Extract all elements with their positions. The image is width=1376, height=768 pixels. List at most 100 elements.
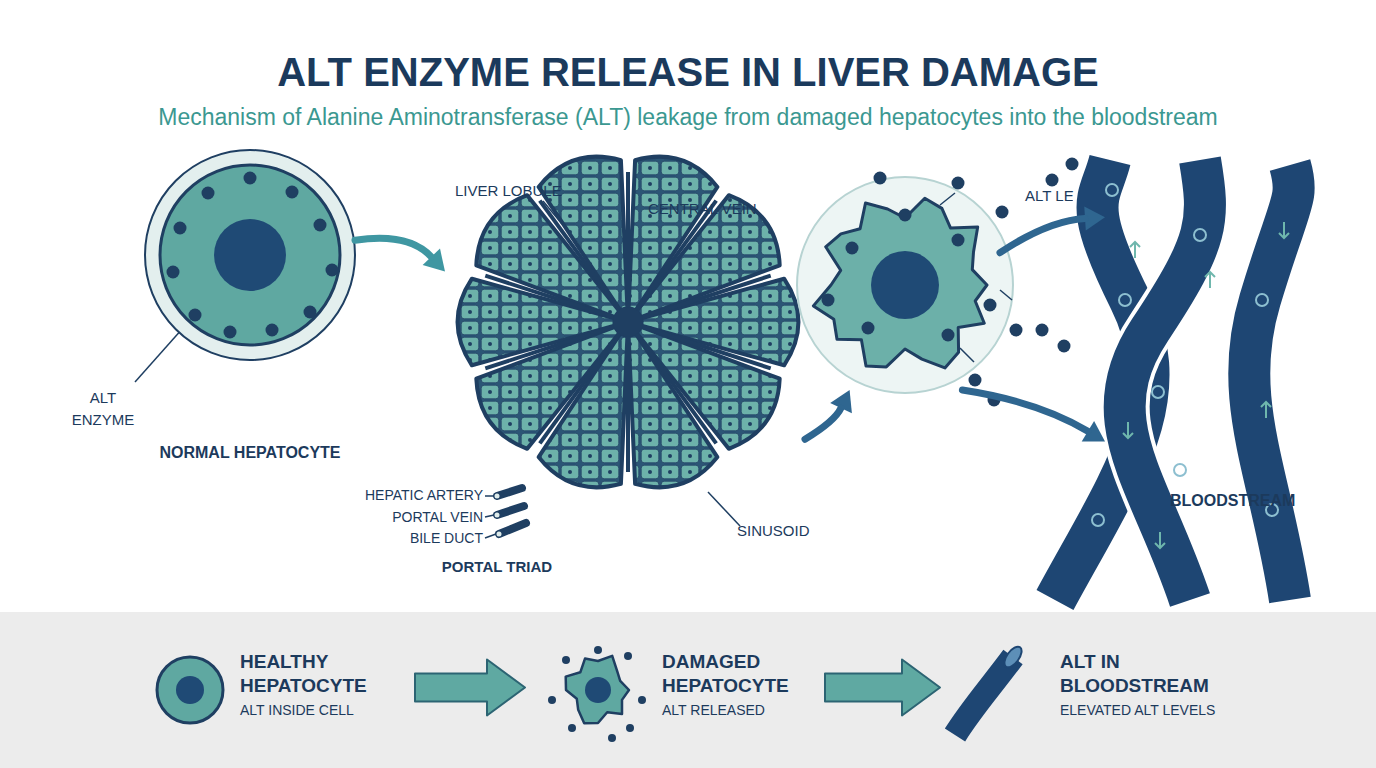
- damaged-hepatocyte: ALT LEAKING: [812, 185, 1000, 390]
- vessel-icon-opening: [1001, 644, 1025, 670]
- arrow-shaft: [805, 408, 841, 439]
- blood-vessel: [1125, 160, 1205, 600]
- node-art: [157, 657, 223, 723]
- sinusoid-line: [628, 201, 716, 322]
- leaking-alt-dot: [952, 177, 965, 190]
- vessel-opening: [495, 494, 500, 499]
- leaking-alt-dot: [969, 374, 982, 387]
- leader-line: [485, 495, 494, 497]
- flow-arrow: [1155, 532, 1165, 548]
- sinusoid-line: [626, 322, 630, 472]
- part-label: PORTAL TRIAD: [407, 557, 587, 576]
- alt-enzyme-dot: [224, 326, 237, 339]
- part-label: HEPATIC ARTERY: [313, 486, 483, 504]
- diagram-title: ALT ENZYME RELEASE IN LIVER DAMAGE: [0, 48, 1376, 96]
- part-label: BILE DUCT: [313, 529, 483, 547]
- flow-arrow: [1205, 272, 1215, 288]
- alt-in-blood: [1119, 294, 1131, 306]
- node-shape: [812, 185, 1000, 390]
- alt-in-blood: [1256, 294, 1268, 306]
- alt-in-blood: [1092, 514, 1104, 526]
- alt-enzyme-dot: [326, 264, 339, 277]
- arrow-shaft: [962, 390, 1088, 431]
- alt-enzyme-dot: [189, 309, 202, 322]
- sinusoid-line: [540, 322, 628, 443]
- vessel-outline: [1249, 165, 1294, 600]
- flow-arrow: [1279, 222, 1289, 238]
- sinusoid-line: [628, 276, 771, 322]
- node-shape: [1105, 160, 1300, 600]
- leaking-alt-dot: [952, 234, 965, 247]
- summary-step: DAMAGED HEPATOCYTE ALT RELEASED: [563, 650, 815, 725]
- node-art: [955, 644, 1025, 735]
- released-alt-dot: [594, 646, 602, 654]
- node-heading: LIVER LOBULE: [455, 181, 562, 200]
- leaking-alt-dot: [1036, 324, 1049, 337]
- arrow-head: [1082, 421, 1105, 442]
- block-arrow-shape: [415, 660, 525, 716]
- vessel-opening: [495, 513, 500, 518]
- node-art: [1055, 160, 1294, 600]
- portal-triad-vessel: [497, 506, 524, 515]
- leaking-alt-dot: [996, 206, 1009, 219]
- sinusoid-line: [628, 322, 716, 443]
- leaking-alt-dot: [862, 322, 875, 335]
- central-vein: [613, 307, 643, 337]
- node-heading: BLOODSTREAM: [1170, 491, 1295, 511]
- node-body: ALT INSIDE CELL: [240, 701, 354, 719]
- vessel-icon: [955, 657, 1013, 735]
- leak-direction-mark: [960, 348, 974, 362]
- cell-icon-nucleus: [585, 677, 611, 703]
- node-art: [548, 646, 646, 742]
- bloodstream-vessels: BLOODSTREAM: [1105, 160, 1300, 600]
- cell-membrane-ring: [145, 150, 355, 360]
- arrow-head: [1084, 206, 1105, 230]
- flow-arrow: [1130, 242, 1140, 258]
- arrow-shaft: [1000, 218, 1085, 252]
- alt-in-blood: [1152, 386, 1164, 398]
- cell-icon: [157, 657, 223, 723]
- sinusoid-line: [540, 201, 628, 322]
- released-alt-dot: [638, 696, 646, 704]
- leak-direction-mark: [1000, 290, 1012, 300]
- summary-step: ALT IN BLOODSTREAM ELEVATED ALT LEVELS: [950, 650, 1240, 725]
- part-label: PORTAL VEIN: [313, 508, 483, 526]
- alt-enzyme-dot: [244, 172, 257, 185]
- released-alt-dot: [562, 656, 570, 664]
- arrow-head: [423, 249, 445, 272]
- curved-arrow: [805, 390, 852, 439]
- cell-icon-nucleus: [176, 676, 204, 704]
- leader-line: [485, 515, 494, 517]
- leaking-alt-dot: [988, 394, 1001, 407]
- blood-vessel: [1249, 165, 1294, 600]
- cell-nucleus: [214, 219, 286, 291]
- alt-enzyme-dot: [266, 324, 279, 337]
- released-alt-dot: [548, 696, 556, 704]
- node-heading: DAMAGED HEPATOCYTE: [662, 650, 812, 698]
- released-alt-dot: [608, 734, 616, 742]
- node-art: [145, 150, 355, 360]
- alt-in-blood: [1106, 184, 1118, 196]
- leaking-alt-dot: [846, 242, 859, 255]
- node-shape: [145, 150, 355, 360]
- node-body: ELEVATED ALT LEVELS: [1060, 701, 1215, 719]
- sinusoid-line: [485, 322, 628, 368]
- block-arrow: [825, 660, 940, 716]
- normal-hepatocyte: NORMAL HEPATOCYTE: [145, 150, 355, 360]
- node-heading: NORMAL HEPATOCYTE: [125, 443, 375, 463]
- alt-enzyme-dot: [286, 186, 299, 199]
- vessel-outline: [1125, 160, 1205, 600]
- node-body: ALT RELEASED: [662, 701, 765, 719]
- leaking-alt-dot: [1066, 158, 1079, 171]
- leaking-alt-dot: [1058, 340, 1071, 353]
- portal-triad-vessel: [499, 523, 526, 534]
- part-label: ALT ENZYME: [63, 387, 143, 431]
- block-arrow-shape: [825, 660, 940, 716]
- node-heading: ALT IN BLOODSTREAM: [1060, 650, 1215, 698]
- sinusoid-line: [628, 322, 771, 368]
- part-label: CENTRAL VEIN: [648, 199, 757, 218]
- damaged-cell-icon: [566, 656, 629, 724]
- summary-step: HEALTHY HEPATOCYTEALT INSIDE CELL: [155, 650, 405, 725]
